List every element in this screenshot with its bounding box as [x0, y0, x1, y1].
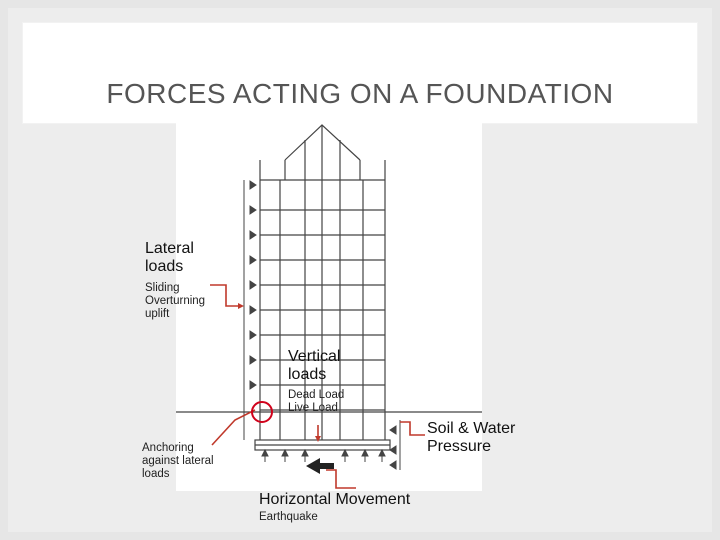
soil-pressure-arrows	[389, 420, 401, 470]
lateral-sub-label: Sliding Overturning uplift	[145, 282, 206, 321]
earthquake-label: Earthquake	[259, 511, 318, 523]
slide-title: FORCES ACTING ON A FOUNDATION	[106, 78, 614, 109]
vertical-sub-label: Dead Load Live Load	[288, 389, 345, 415]
anchor-highlight-circle	[251, 401, 273, 423]
building-frame	[176, 124, 482, 451]
annotation-connectors	[210, 284, 425, 489]
lateral-load-arrows	[243, 180, 257, 440]
horizontal-movement-arrow	[306, 458, 334, 474]
lateral-loads-label: Lateral loads	[145, 240, 194, 276]
annotation-arrowheads	[238, 303, 321, 442]
anchoring-label: Anchoring against lateral loads	[142, 442, 214, 481]
soil-reaction-arrows	[261, 448, 386, 462]
vertical-loads-label: Vertical loads	[288, 348, 341, 384]
soil-water-label: Soil & Water Pressure	[427, 420, 516, 456]
title-box: FORCES ACTING ON A FOUNDATION	[23, 23, 697, 123]
horizontal-movement-label: Horizontal Movement	[259, 491, 411, 508]
